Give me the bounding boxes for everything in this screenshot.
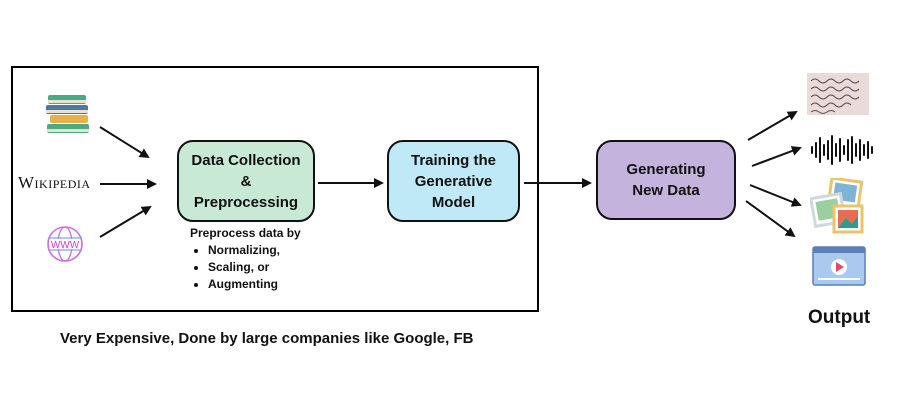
- arrow-web-to-collect: [99, 205, 152, 238]
- sound-wave-icon: [811, 135, 873, 165]
- node-train-line-2: Generative: [414, 172, 493, 190]
- preprocess-item: Normalizing,: [208, 242, 301, 259]
- arrow-to-audio-output: [751, 146, 802, 167]
- training-node: Training the Generative Model: [387, 140, 520, 222]
- output-label: Output: [808, 307, 871, 328]
- preprocess-item: Scaling, or: [208, 259, 301, 276]
- node-collect-line-3: Preprocessing: [193, 193, 299, 211]
- node-generate-line-2: New Data: [632, 182, 700, 199]
- node-collect-line-2: &: [240, 172, 252, 190]
- books-icon: [46, 95, 89, 133]
- images-icon: [810, 178, 864, 234]
- node-train-line-1: Training the: [410, 151, 496, 169]
- arrow-books-to-collect: [99, 126, 150, 159]
- video-player-icon: [812, 246, 866, 286]
- svg-text:WWW: WWW: [51, 240, 80, 251]
- preprocess-note: Preprocess data by Normalizing, Scaling,…: [190, 225, 301, 293]
- node-collect-line-1: Data Collection: [191, 151, 301, 169]
- arrow-to-image-output: [749, 184, 802, 207]
- handwritten-text-icon: [807, 73, 869, 115]
- www-globe-icon: WWW: [47, 226, 83, 262]
- expensive-stage-frame: [11, 66, 539, 312]
- wikipedia-logo: Wikipedia: [18, 173, 91, 192]
- node-train-line-3: Model: [431, 193, 476, 211]
- cost-caption: Very Expensive, Done by large companies …: [60, 330, 474, 347]
- node-generate-line-1: Generating: [626, 161, 706, 178]
- arrow-to-text-output: [747, 110, 798, 141]
- data-collection-node: Data Collection & Preprocessing: [177, 140, 315, 222]
- preprocess-item: Augmenting: [208, 276, 301, 293]
- preprocess-title: Preprocess data by: [190, 226, 301, 240]
- generating-node: Generating New Data: [596, 140, 736, 220]
- arrow-to-video-output: [745, 200, 796, 238]
